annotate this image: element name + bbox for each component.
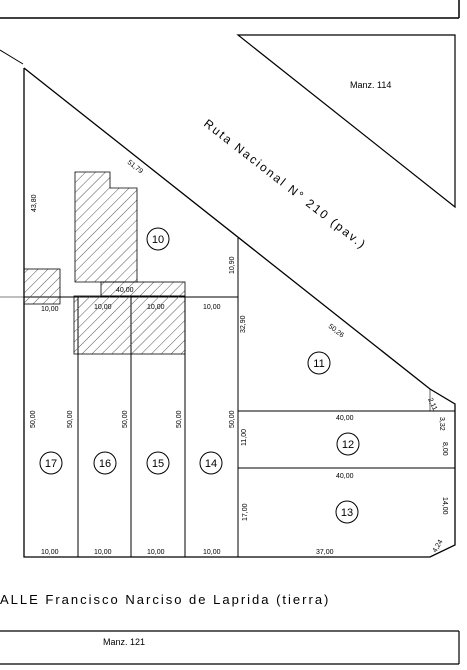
- dim-8-00: 8,00: [441, 442, 448, 456]
- block-121-label: Manz. 121: [103, 637, 145, 647]
- lot-12-marker[interactable]: 12: [336, 432, 360, 456]
- lot-number: 10: [152, 234, 164, 246]
- lot-number: 11: [313, 358, 324, 370]
- dim-front-bottom: 10,00: [147, 549, 165, 556]
- dim-3-32: 3,32: [438, 417, 445, 431]
- lot-number: 17: [45, 458, 57, 470]
- dim-40-00-lot13: 40,00: [336, 473, 354, 480]
- block-114-label: Manz. 114: [350, 80, 391, 90]
- dim-depth: 50,00: [122, 410, 129, 428]
- dim-front-top: 10,00: [203, 304, 221, 311]
- lot-number: 12: [342, 439, 354, 451]
- lot-number: 14: [205, 458, 217, 470]
- dim-14-00: 14,00: [441, 497, 448, 515]
- block-114-outline: [236, 34, 456, 209]
- street-edge-left: [0, 49, 24, 65]
- dim-depth: 50,00: [67, 410, 74, 428]
- dim-32-90: 32,90: [240, 315, 247, 333]
- street-label: ALLE Francisco Narciso de Laprida (tierr…: [0, 592, 330, 607]
- dim-front-top: 10,00: [94, 304, 112, 311]
- dim-4-24: 4,24: [432, 539, 445, 554]
- route-label: Ruta Nacional N° 210 (pav.): [201, 116, 369, 252]
- lot-17-marker[interactable]: 17: [39, 451, 63, 475]
- dim-40-00-lot12: 40,00: [336, 415, 354, 422]
- dim-depth: 50,00: [176, 410, 183, 428]
- building-lower: [73, 295, 186, 355]
- lot-11-marker[interactable]: 11: [307, 351, 331, 375]
- lot-number: 13: [341, 507, 353, 519]
- dim-depth: 50,00: [229, 410, 236, 428]
- dim-37-00: 37,00: [316, 549, 334, 556]
- dim-front-bottom: 10,00: [94, 549, 112, 556]
- building-main: [74, 171, 138, 283]
- lot-15-marker[interactable]: 15: [146, 451, 170, 475]
- building-shed: [23, 268, 61, 305]
- dim-front-top: 10,00: [41, 306, 59, 313]
- dim-front-bottom: 10,00: [203, 549, 221, 556]
- dim-11-00: 11,00: [241, 429, 248, 446]
- lot-13-marker[interactable]: 13: [335, 500, 359, 524]
- dim-front-bottom: 10,00: [41, 549, 59, 556]
- lot-16-marker[interactable]: 16: [93, 451, 117, 475]
- dim-50-26: 50,26: [327, 323, 345, 339]
- dim-2-11: 2,11: [426, 397, 438, 412]
- dim-front-top: 10,00: [147, 304, 165, 311]
- dim-43-80: 43,80: [31, 194, 38, 212]
- lot-number: 16: [99, 458, 111, 470]
- dim-10-90: 10,90: [229, 256, 236, 274]
- lot-number: 15: [152, 458, 164, 470]
- lot-14-marker[interactable]: 14: [199, 451, 223, 475]
- dim-depth: 50,00: [30, 410, 37, 428]
- lot-10-marker[interactable]: 10: [146, 227, 170, 251]
- dim-17-00: 17,00: [242, 503, 249, 521]
- building-annex: [100, 281, 186, 297]
- dim-40-00-top: 40,00: [116, 287, 134, 294]
